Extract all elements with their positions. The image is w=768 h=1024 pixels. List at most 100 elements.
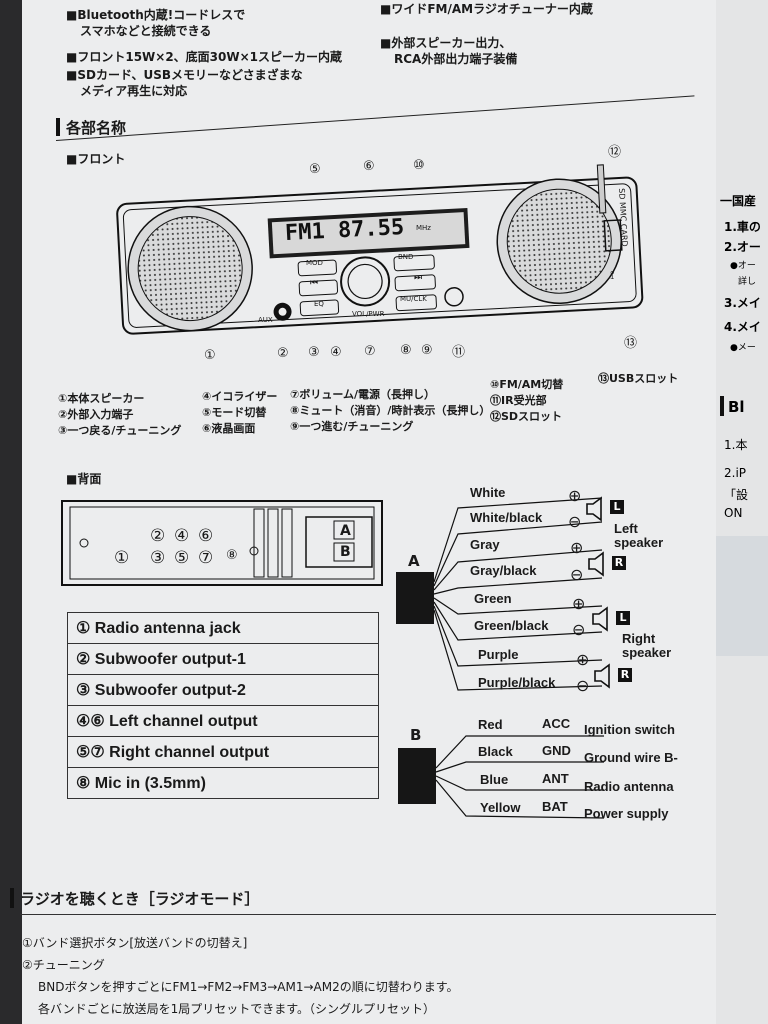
code-bat: BAT <box>542 799 568 814</box>
legend-10: ⑩FM/AM切替 <box>490 378 564 391</box>
rear-conn-a: A <box>340 523 351 539</box>
rear-panel-drawing <box>61 500 383 586</box>
adjacent-bl-heading: Bl <box>728 398 745 416</box>
feature-media: ■SDカード、USBメモリーなどさまざまな <box>66 68 303 82</box>
code-ant: ANT <box>542 771 569 786</box>
wire-blue: Blue <box>480 772 509 787</box>
rear-port-2: ② <box>150 526 166 546</box>
adjacent-bl-item: 1.本 <box>724 438 748 452</box>
channel-l-badge: L <box>610 500 624 514</box>
radio-line-1: ①バンド選択ボタン[放送バンドの切替え] <box>22 936 248 950</box>
harness-a-connector <box>396 572 434 624</box>
feature-media-cont: メディア再生に対応 <box>80 84 188 98</box>
callout-12: ⑫ <box>608 145 622 160</box>
callout-8: ⑧ <box>400 343 412 358</box>
feature-output: ■外部スピーカー出力、 <box>380 36 512 50</box>
section-title-parts: 各部名称 <box>66 119 127 137</box>
legend-11: ⑪IR受光部 <box>490 394 547 407</box>
rear-port-3: ③ <box>150 548 166 568</box>
rear-heading: ■背面 <box>66 472 102 486</box>
btn-bnd-label: BND <box>398 253 414 261</box>
speaker-icon <box>594 663 610 689</box>
channel-r-badge: R <box>618 668 632 682</box>
right-speaker-label: Right speaker <box>622 631 672 660</box>
callout-10: ⑩ <box>413 158 425 173</box>
adjacent-item: 詳し <box>738 277 757 287</box>
callout-4: ④ <box>330 345 342 360</box>
vol-pwr-label: VOL/PWR <box>352 310 385 318</box>
plus-icon: ⊕ <box>568 486 582 505</box>
radio-section-marker <box>10 888 14 908</box>
legend-3: ③一つ戻る/チューニング <box>58 424 182 437</box>
feature-bt-cont: スマホなどと接続できる <box>80 24 212 38</box>
rear-port-1: ① <box>114 548 130 568</box>
wire-black: Black <box>478 744 513 759</box>
wire-white-black: White/black <box>470 510 543 525</box>
rear-port-5: ⑤ <box>174 548 190 568</box>
lcd-mhz: MHz <box>416 224 431 232</box>
usb-symbol: ⟟ <box>610 268 615 282</box>
plus-icon: ⊕ <box>576 650 590 669</box>
port-row: ③ Subwoofer output-2 <box>67 674 379 706</box>
adjacent-item: 4.メイ <box>724 320 761 334</box>
adjacent-bl-item: 2.iP <box>724 466 747 480</box>
adjacent-bl-item: 「設 <box>724 488 749 502</box>
btn-mod-label: MOD <box>306 259 323 267</box>
legend-12: ⑫SDスロット <box>490 410 563 423</box>
adjacent-marker <box>720 396 724 416</box>
legend-7: ⑦ボリューム/電源（長押し） <box>290 388 436 401</box>
rear-conn-b: B <box>340 544 351 560</box>
speaker-icon <box>586 496 602 522</box>
wire-purple: Purple <box>478 647 519 662</box>
adjacent-item: ●メー <box>730 343 756 353</box>
rear-port-8: ⑧ <box>226 548 238 563</box>
callout-1: ① <box>204 348 216 363</box>
minus-icon: ⊖ <box>570 565 584 584</box>
wire-white: White <box>470 485 506 500</box>
wire-green-black: Green/black <box>474 618 549 633</box>
aux-label: AUX <box>258 316 273 324</box>
port-row: ② Subwoofer output-1 <box>67 643 379 675</box>
code-acc: ACC <box>542 716 571 731</box>
radio-line-2: ②チューニング <box>22 958 105 972</box>
radio-section-rule <box>20 914 720 915</box>
adjacent-heading: 一国産 <box>720 194 757 208</box>
callout-11: ⑪ <box>452 345 466 360</box>
adjacent-item: 1.車の <box>724 220 761 234</box>
adjacent-item: 2.オー <box>724 240 761 254</box>
btn-prev-label: ⏮ <box>310 278 319 288</box>
legend-4: ④イコライザー <box>202 390 278 403</box>
speaker-icon <box>592 606 608 632</box>
adjacent-item: 3.メイ <box>724 296 761 310</box>
speaker-icon <box>588 551 604 577</box>
wire-gray-black: Gray/black <box>470 563 537 578</box>
wire-green: Green <box>474 591 512 606</box>
callout-3: ③ <box>308 345 320 360</box>
feature-speakers: ■フロント15W×2、底面30W×1スピーカー内蔵 <box>66 50 343 64</box>
callout-7: ⑦ <box>364 344 376 359</box>
legend-9: ⑨一つ進む/チューニング <box>290 420 414 433</box>
callout-9: ⑨ <box>421 343 433 358</box>
radio-line-4: 各バンドごとに放送局を1局プリセットできます。（シングルプリセット） <box>38 1002 436 1016</box>
section-rule <box>55 95 695 141</box>
harness-b-connector <box>398 748 436 804</box>
legend-6: ⑥液晶画面 <box>202 422 256 435</box>
port-row: ① Radio antenna jack <box>67 612 379 644</box>
adjacent-screenshot <box>716 536 768 656</box>
legend-1: ①本体スピーカー <box>58 392 145 405</box>
fn-power: Power supply <box>584 806 669 821</box>
wire-gray: Gray <box>470 537 500 552</box>
btn-muclk-label: MU/CLK <box>400 295 427 303</box>
harness-a-wires <box>433 497 603 691</box>
feature-output-cont: RCA外部出力端子装備 <box>394 52 518 66</box>
rear-port-6: ⑥ <box>198 526 214 546</box>
code-gnd: GND <box>542 743 571 758</box>
port-table: ① Radio antenna jack ② Subwoofer output-… <box>67 612 379 799</box>
minus-icon: ⊖ <box>568 512 582 531</box>
section-marker <box>56 118 60 136</box>
port-row: ④⑥ Left channel output <box>67 705 379 737</box>
adjacent-page: 一国産 1.車の 2.オー ●オー 詳し 3.メイ 4.メイ ●メー Bl 1.… <box>716 0 768 1024</box>
manual-page: ■Bluetooth内蔵!コードレスで スマホなどと接続できる ■フロント15W… <box>10 0 768 1024</box>
btn-next-label: ⏭ <box>414 273 423 283</box>
legend-13: ⑬USBスロット <box>598 372 679 385</box>
